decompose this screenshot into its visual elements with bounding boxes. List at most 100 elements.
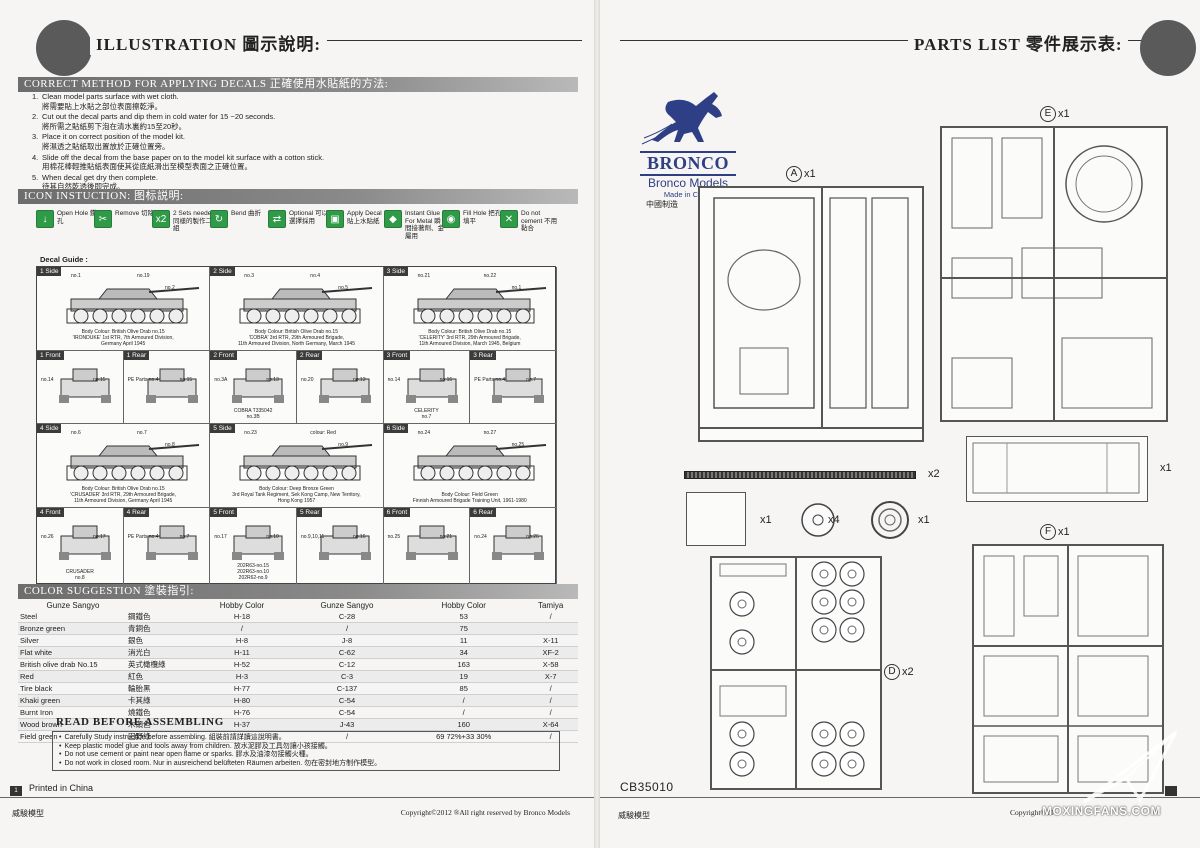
remove-icon: ✂ <box>94 210 112 228</box>
color-cell: 輪胎黑 <box>128 682 194 695</box>
color-cell: 燒鐵色 <box>128 706 194 719</box>
decal-number: no.22 <box>483 273 497 279</box>
color-column-header: Hobby Color <box>219 601 265 610</box>
decal-number: no.3 <box>244 273 255 279</box>
sprue-d <box>710 556 882 790</box>
decal-number: no.4 <box>310 273 321 279</box>
icon-label: Do not cement 不用黏合 <box>521 210 558 232</box>
header-rule <box>620 40 1160 41</box>
tank-front-drawing <box>492 525 545 560</box>
color-column-header: Gunze Sangyo <box>46 601 100 610</box>
decal-number: no.3A <box>214 377 228 383</box>
decal-number: no.6 <box>71 430 81 436</box>
safety-line: Do not use cement or paint near open fla… <box>59 751 553 760</box>
decal-number: no.9,10,11 <box>300 534 325 540</box>
cell-caption: Body Colour: British Olive Drab no.15 'I… <box>72 329 174 347</box>
decal-number: no.25 <box>387 534 401 540</box>
color-cell: Steel <box>18 611 128 623</box>
color-cell: Silver <box>18 634 128 647</box>
pe-qty: x1 <box>760 514 772 526</box>
wheel-part <box>801 503 835 537</box>
color-cell: C-28 <box>289 611 405 623</box>
color-cell: 11 <box>404 634 524 647</box>
step-number: 4. <box>32 152 39 162</box>
step-number: 1. <box>32 92 39 101</box>
cell-tag: 6 Front <box>383 508 411 517</box>
color-cell: Khaki green <box>18 694 128 707</box>
cell-tag: 5 Front <box>210 508 237 517</box>
color-cell: 53 <box>404 611 524 623</box>
decal-number: no.16 <box>439 377 453 383</box>
color-cell: C-54 <box>289 706 405 719</box>
sprue-a <box>698 186 924 442</box>
color-column-header: Hobby Color <box>441 601 486 610</box>
color-cell: H-3 <box>194 670 290 683</box>
safety-line: Carefully Study instruction before assem… <box>59 734 553 743</box>
color-cell: H-8 <box>194 634 290 647</box>
decal-number: no.21 <box>417 273 431 279</box>
decal-number: no.7 <box>526 377 537 383</box>
cell-tag: 2 Rear <box>296 351 323 360</box>
tank-front-drawing <box>492 368 545 403</box>
decal-step: 3.Place it on correct position of the mo… <box>32 132 572 151</box>
bronco-logo: BRONCO Bronco Models Made in China 中國制造 <box>640 86 740 210</box>
step-text-zh: 待其自然乾透後即完成。 <box>42 182 125 192</box>
sprue-qty: x2 <box>902 666 914 678</box>
sprue-qty: x1 <box>1058 526 1070 538</box>
cell-tag: 6 Rear <box>470 508 496 517</box>
icon-label: 2 Sets needed 同樣的製作二組 <box>173 210 215 232</box>
sprue-e-drawing <box>942 128 1166 420</box>
tank-front-drawing <box>145 368 198 403</box>
icon-label: Open Hole 鑽孔 <box>57 210 97 225</box>
sprue-e-label: E x1 <box>1040 106 1070 122</box>
tank-front-drawing <box>232 368 285 403</box>
color-cell: H-18 <box>194 611 290 623</box>
decal-number: no.14 <box>41 377 54 383</box>
color-cell: 青銅色 <box>128 622 194 635</box>
footer-copyright: Copyright©2012 ®All right reserved by Br… <box>400 808 570 817</box>
tank-side-drawing <box>66 287 200 324</box>
color-cell: 銀色 <box>128 634 194 647</box>
decal-number: no.16 <box>352 534 366 540</box>
decal-number: no.25 <box>511 442 525 448</box>
footer-brand-zh: 威駿模型 <box>618 811 650 820</box>
decal-number: no.21 <box>439 534 453 540</box>
color-cell: Flat white <box>18 646 128 659</box>
decal-number: no.15 <box>93 377 106 383</box>
color-cell: X-11 <box>523 634 578 647</box>
sprue-e <box>940 126 1168 422</box>
color-cell: H-37 <box>194 718 290 731</box>
color-cell: British olive drab No.15 <box>18 658 128 671</box>
cell-tag: 3 Side <box>383 267 409 276</box>
icon-legend-item: ↻Bend 曲折 <box>210 210 273 228</box>
tank-side-drawing <box>413 287 546 324</box>
icon-label: Instant Glue For Metal 瞬間接著劑、金屬用 <box>405 210 444 240</box>
step-text-zh: 將濕透之貼紙取出置放於正確位置旁。 <box>42 141 170 151</box>
horse-logo-icon <box>641 92 722 145</box>
cell-caption: Body Colour: British Olive Drab no.15 'C… <box>237 329 355 347</box>
decal-number: colour: Red <box>310 430 336 436</box>
decal-number: no.24 <box>474 534 487 540</box>
made-in-china-zh: 中國制造 <box>646 200 678 209</box>
color-cell: / <box>194 622 290 635</box>
sprue-f <box>972 544 1164 794</box>
cell-caption: Body Colour: British Olive Drab no.15 'C… <box>70 486 177 504</box>
color-cell: 85 <box>404 682 524 695</box>
cell-tag: 3 Front <box>383 351 411 360</box>
decal-number: PE Parts no.4 <box>474 377 506 383</box>
tank-side-drawing <box>239 287 373 324</box>
icon-legend-item: ▣Apply Decal 貼上水貼紙 <box>326 210 389 228</box>
decal-number: no.17 <box>93 534 106 540</box>
